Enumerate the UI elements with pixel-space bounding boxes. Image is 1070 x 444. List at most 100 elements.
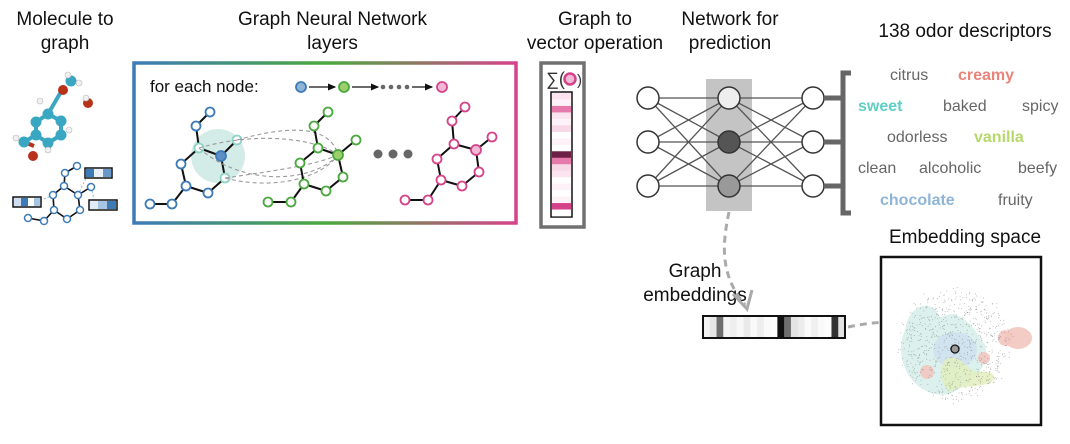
vector-cell bbox=[552, 118, 571, 126]
input-layer bbox=[636, 86, 660, 198]
embedding-clusters bbox=[900, 305, 1032, 395]
vector-cell bbox=[552, 196, 571, 204]
neuron bbox=[801, 174, 825, 198]
vector-cell bbox=[831, 316, 839, 338]
molecule-graph bbox=[12, 161, 118, 226]
node-update-legend bbox=[295, 81, 448, 93]
vector-cell bbox=[709, 316, 717, 338]
readout-box bbox=[539, 61, 586, 229]
odor-descriptor-sweet: sweet bbox=[858, 98, 903, 115]
vector-cell bbox=[817, 316, 826, 338]
feature-vector-3 bbox=[88, 199, 118, 211]
output-bracket bbox=[824, 70, 851, 216]
embedding-arrow bbox=[722, 211, 747, 306]
vector-cell bbox=[770, 316, 778, 338]
feature-vector-2 bbox=[84, 167, 113, 179]
vector-cell bbox=[736, 316, 744, 338]
sum-symbol: ∑( bbox=[546, 69, 565, 89]
neuron bbox=[636, 86, 660, 110]
connection bbox=[647, 97, 730, 143]
query-molecule-point bbox=[950, 344, 960, 354]
neuron bbox=[801, 130, 825, 154]
cluster-red bbox=[1004, 327, 1032, 349]
neuron bbox=[801, 86, 825, 110]
gnn-layers-box bbox=[132, 61, 518, 225]
oxygen-atom bbox=[28, 151, 38, 161]
gnn-layers-title: Graph Neural Network layers bbox=[237, 9, 428, 54]
embedding-vector bbox=[702, 315, 846, 339]
output-layer bbox=[801, 86, 825, 198]
vector-cell bbox=[552, 170, 571, 178]
vector-cell bbox=[552, 144, 571, 152]
vector-cell bbox=[730, 316, 738, 338]
vector-cell bbox=[552, 203, 571, 210]
neuron bbox=[717, 130, 741, 154]
odor-descriptor-alcoholic: alcoholic bbox=[919, 160, 981, 177]
odor-descriptor-vanilla: vanilla bbox=[974, 129, 1024, 146]
odor-descriptor-chocolate: chocolate bbox=[880, 192, 955, 209]
vector-cell bbox=[552, 105, 571, 113]
focus-node bbox=[470, 144, 482, 156]
odor-descriptor-baked: baked bbox=[943, 98, 987, 115]
vector-cell bbox=[703, 316, 711, 338]
odor-descriptor-spicy: spicy bbox=[1022, 98, 1058, 115]
hidden-layer bbox=[717, 86, 741, 198]
vector-cell bbox=[552, 209, 571, 217]
connection bbox=[647, 141, 730, 187]
vector-cell bbox=[743, 316, 751, 338]
message-passing-edges bbox=[198, 129, 339, 184]
vector-cell bbox=[552, 157, 571, 165]
molecule-to-graph-title: Molecule to graph bbox=[16, 9, 114, 54]
graph-layer-n bbox=[399, 101, 498, 206]
vector-cell bbox=[777, 316, 785, 338]
connection bbox=[728, 97, 814, 187]
vector-cell bbox=[552, 138, 571, 146]
focus-node bbox=[332, 149, 344, 161]
vector-cell bbox=[552, 183, 571, 191]
feature-vector-1 bbox=[12, 196, 42, 208]
vector-cell bbox=[552, 151, 571, 159]
embedding-space-title: Embedding space bbox=[888, 227, 1042, 248]
vector-cell bbox=[757, 316, 765, 338]
vector-cell bbox=[552, 93, 571, 100]
vector-cell bbox=[750, 316, 758, 338]
odor-descriptor-fruity: fruity bbox=[998, 192, 1033, 209]
prediction-title: Network for prediction bbox=[681, 9, 779, 54]
odor-descriptor-clean: clean bbox=[858, 160, 896, 177]
cluster-green bbox=[940, 357, 995, 392]
odor-descriptor-odorless: odorless bbox=[887, 129, 947, 146]
vector-cell bbox=[838, 316, 846, 338]
odor-descriptor-citrus: citrus bbox=[890, 67, 928, 84]
vector-cell bbox=[552, 99, 571, 107]
oxygen-atom bbox=[58, 85, 68, 95]
vector-cell bbox=[552, 112, 571, 120]
network-connections bbox=[647, 97, 814, 187]
focus-node bbox=[215, 150, 227, 162]
vector-cell bbox=[552, 164, 571, 171]
arrowhead-icon bbox=[731, 289, 754, 313]
neuron bbox=[717, 86, 741, 110]
vector-cell bbox=[797, 316, 805, 338]
vector-cell bbox=[784, 316, 792, 338]
more-layers-ellipsis bbox=[373, 149, 413, 159]
embedding-points bbox=[897, 287, 1014, 405]
for-each-node-label: for each node: bbox=[150, 77, 259, 96]
vector-cell bbox=[723, 316, 731, 338]
layer1-node-icon bbox=[295, 81, 307, 93]
graph-vector bbox=[550, 91, 573, 218]
vector-frame bbox=[702, 315, 846, 339]
vector-cell bbox=[763, 316, 771, 338]
graph-embeddings-label: Graph embeddings bbox=[643, 261, 747, 306]
vector-cell bbox=[804, 316, 812, 338]
vector-cell bbox=[552, 131, 571, 139]
graph-to-vector-title: Graph to vector operation bbox=[526, 9, 664, 54]
connection bbox=[647, 97, 730, 187]
neuron bbox=[636, 174, 660, 198]
vector-cell bbox=[811, 316, 819, 338]
vector-cell bbox=[716, 316, 724, 338]
neuron bbox=[636, 130, 660, 154]
vector-cell bbox=[552, 125, 571, 133]
graph-layer-1 bbox=[144, 106, 245, 210]
layer2-node-icon bbox=[338, 81, 350, 93]
